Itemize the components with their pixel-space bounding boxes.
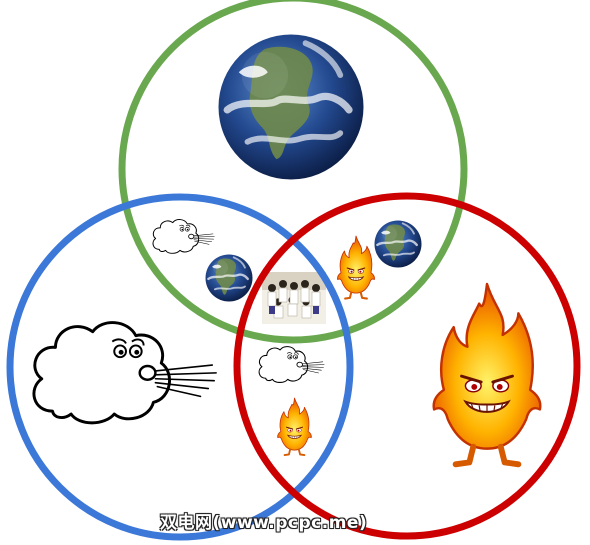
earth-icon xyxy=(219,34,364,179)
fire-character-icon xyxy=(336,234,376,300)
wind-cloud-icon xyxy=(258,346,325,383)
earth-circle xyxy=(118,0,468,344)
fire-character-icon xyxy=(434,284,541,464)
fire-character-icon xyxy=(276,397,313,456)
earth-icon xyxy=(204,253,254,303)
fire-circle xyxy=(233,192,581,540)
watermark-text: 双电网(www.pcpc.me) xyxy=(160,513,368,533)
wind-circle xyxy=(6,193,354,541)
wind-cloud-icon xyxy=(152,219,215,254)
earth-icon xyxy=(373,219,423,269)
wind-cloud-icon xyxy=(32,321,218,425)
group-photo xyxy=(262,272,326,324)
